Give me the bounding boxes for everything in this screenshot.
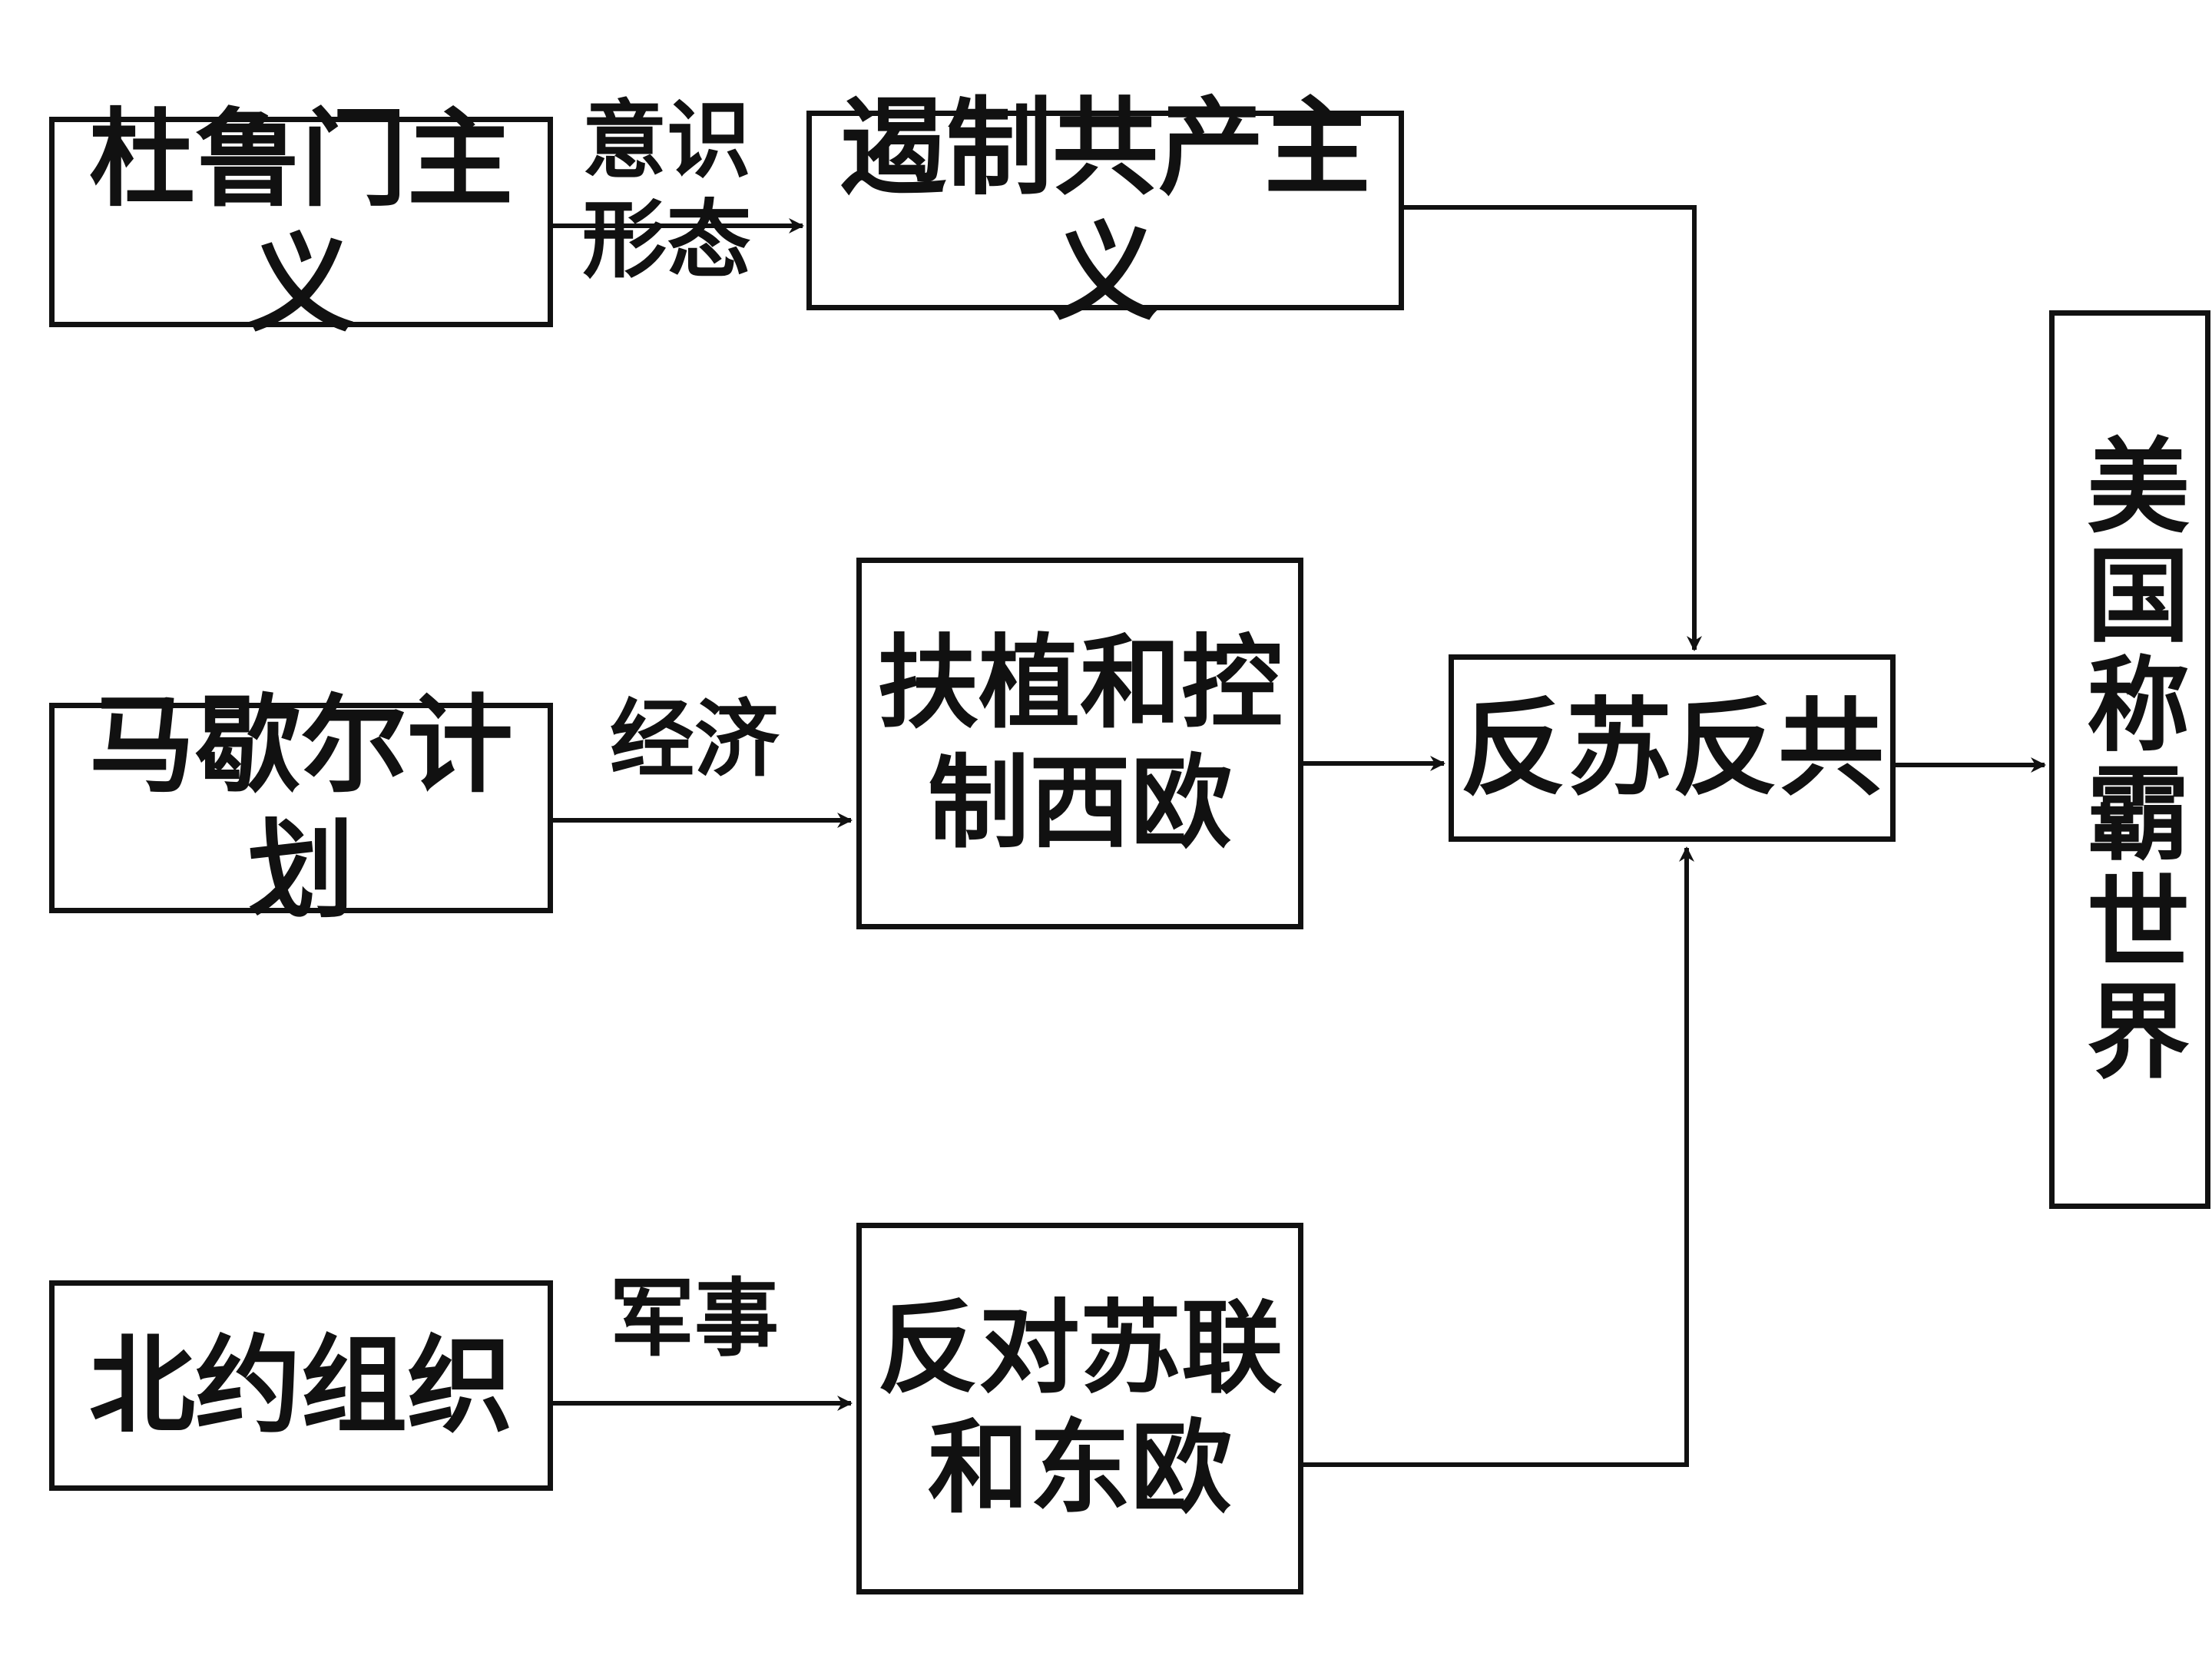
edge-label-ideology: 意识 形态 xyxy=(582,91,751,290)
node-anti-soviet-anti-communist: 反苏反共 xyxy=(1449,654,1896,842)
node-marshall-plan: 马歇尔计划 xyxy=(49,682,553,932)
node-containment: 遏制共产主义 xyxy=(806,84,1404,335)
node-oppose-soviet-east-europe: 反对苏联 和东欧 xyxy=(856,1223,1303,1594)
arrow-oppose-to-anti-soviet xyxy=(1303,846,1694,1467)
node-truman-doctrine: 杜鲁门主义 xyxy=(49,96,553,346)
edge-label-military: 军事 xyxy=(610,1269,779,1368)
node-control-west-europe: 扶植和控 制西欧 xyxy=(856,558,1303,929)
edge-label-economy: 经济 xyxy=(610,690,779,789)
node-nato: 北约组织 xyxy=(49,1280,553,1491)
arrow-containment-to-anti-soviet xyxy=(1404,205,1702,651)
node-us-hegemony: 美国称霸世界 xyxy=(2049,310,2210,1209)
